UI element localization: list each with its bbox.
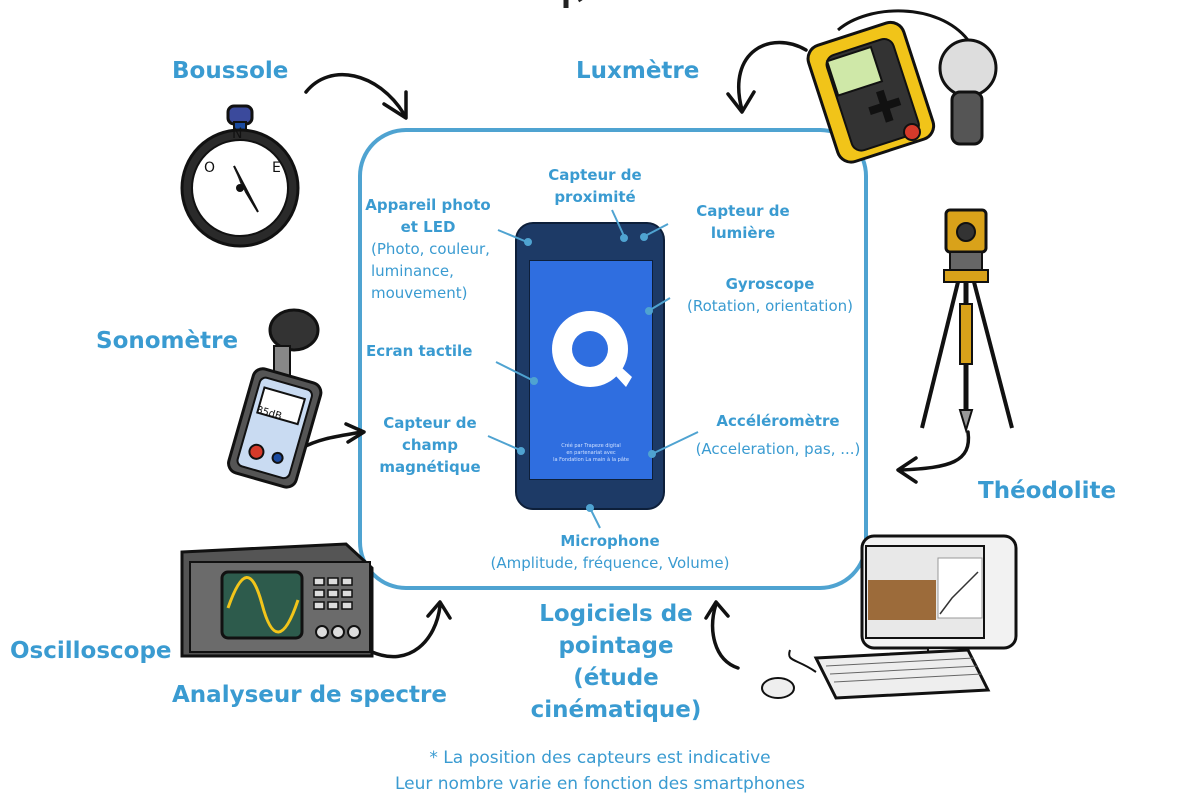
compass-e-label: E [272, 160, 281, 176]
arrow-theodolite [898, 430, 971, 472]
sensor-camera-desc: (Photo, couleur, luminance, mouvement) [371, 238, 511, 304]
sensor-gyroscope: Gyroscope (Rotation, orientation) [670, 273, 870, 317]
logiciels-line: Logiciels de [539, 601, 693, 627]
compass-o-label: O [204, 160, 216, 176]
sensor-camera-led: Appareil photo et LED [358, 194, 498, 238]
sensor-desc: (Rotation, orientation) [686, 297, 854, 315]
sensor-name: Capteur de [696, 202, 790, 220]
label-analyseur: Analyseur de spectre [172, 682, 447, 708]
sensor-desc: (Amplitude, fréquence, Volume) [490, 554, 730, 572]
fine-print-line: Créé par Trapeze digital [561, 443, 621, 449]
label-theodolite: Théodolite [978, 478, 1117, 504]
logiciels-line: pointage [558, 633, 674, 659]
label-luxmetre: Luxmètre [576, 58, 700, 84]
sensor-desc: (Photo, couleur, [371, 240, 490, 258]
q-logo-icon [552, 311, 632, 387]
arrow-luxmetre [737, 40, 808, 112]
sensor-name: Ecran tactile [366, 342, 473, 360]
compass-icon [180, 104, 300, 248]
sensor-proximity: Capteur de proximité [530, 164, 660, 208]
label-logiciels: Logiciels de pointage (étude cinématique… [506, 598, 726, 726]
sensor-touchscreen: Ecran tactile [366, 340, 506, 362]
sensor-name: proximité [554, 188, 636, 206]
sensor-magnetic: Capteur de champ magnétique [360, 412, 500, 478]
arrow-boussole [304, 73, 406, 116]
sensor-name: Gyroscope [725, 275, 815, 293]
sound-level-meter-icon [227, 308, 323, 489]
theodolite-icon [920, 208, 1014, 434]
sensor-name: magnétique [379, 458, 481, 476]
sensor-microphone: Microphone (Amplitude, fréquence, Volume… [470, 530, 750, 574]
compass-n-label: N [232, 126, 243, 142]
label-oscilloscope: Oscilloscope [10, 638, 172, 664]
logiciels-line: (étude [573, 665, 659, 691]
logiciels-line: cinématique) [530, 697, 702, 723]
footnote-line-2: Leur nombre varie en fonction des smartp… [394, 774, 806, 794]
sensor-name: Capteur de [548, 166, 642, 184]
computer-icon [761, 534, 1018, 700]
sensor-name: champ [401, 436, 459, 454]
phone-screen: Créé par Trapeze digital en partenariat … [529, 260, 653, 480]
sensor-light: Capteur de lumière [678, 200, 808, 244]
sensor-name: et LED [400, 218, 456, 236]
sensor-desc: mouvement) [371, 284, 468, 302]
arrow-oscilloscope [370, 604, 442, 659]
sensor-name: Microphone [560, 532, 660, 550]
cropped-heading-fragment [563, 0, 583, 8]
arrow-logiciels [710, 602, 740, 670]
sensor-name: Appareil photo [365, 196, 491, 214]
label-boussole: Boussole [172, 58, 289, 84]
sensor-name: Capteur de [383, 414, 477, 432]
sensor-desc: (Acceleration, pas, ...) [695, 440, 861, 458]
phone-fine-print: Créé par Trapeze digital en partenariat … [530, 443, 652, 464]
sensor-desc: luminance, [371, 262, 454, 280]
smartphone: Créé par Trapeze digital en partenariat … [515, 222, 665, 510]
luxmeter-icon [806, 9, 998, 164]
sensor-name: Accéléromètre [716, 412, 840, 430]
footnote-line-1: * La position des capteurs est indicativ… [429, 748, 771, 768]
fine-print-line: en partenariat avec [566, 450, 616, 456]
label-sonometre: Sonomètre [96, 328, 239, 354]
sensor-accelerometer: Accéléromètre (Acceleration, pas, ...) [688, 410, 868, 460]
oscilloscope-icon [180, 542, 374, 658]
sensor-name: lumière [710, 224, 776, 242]
fine-print-line: la Fondation La main à la pâte [553, 457, 629, 463]
